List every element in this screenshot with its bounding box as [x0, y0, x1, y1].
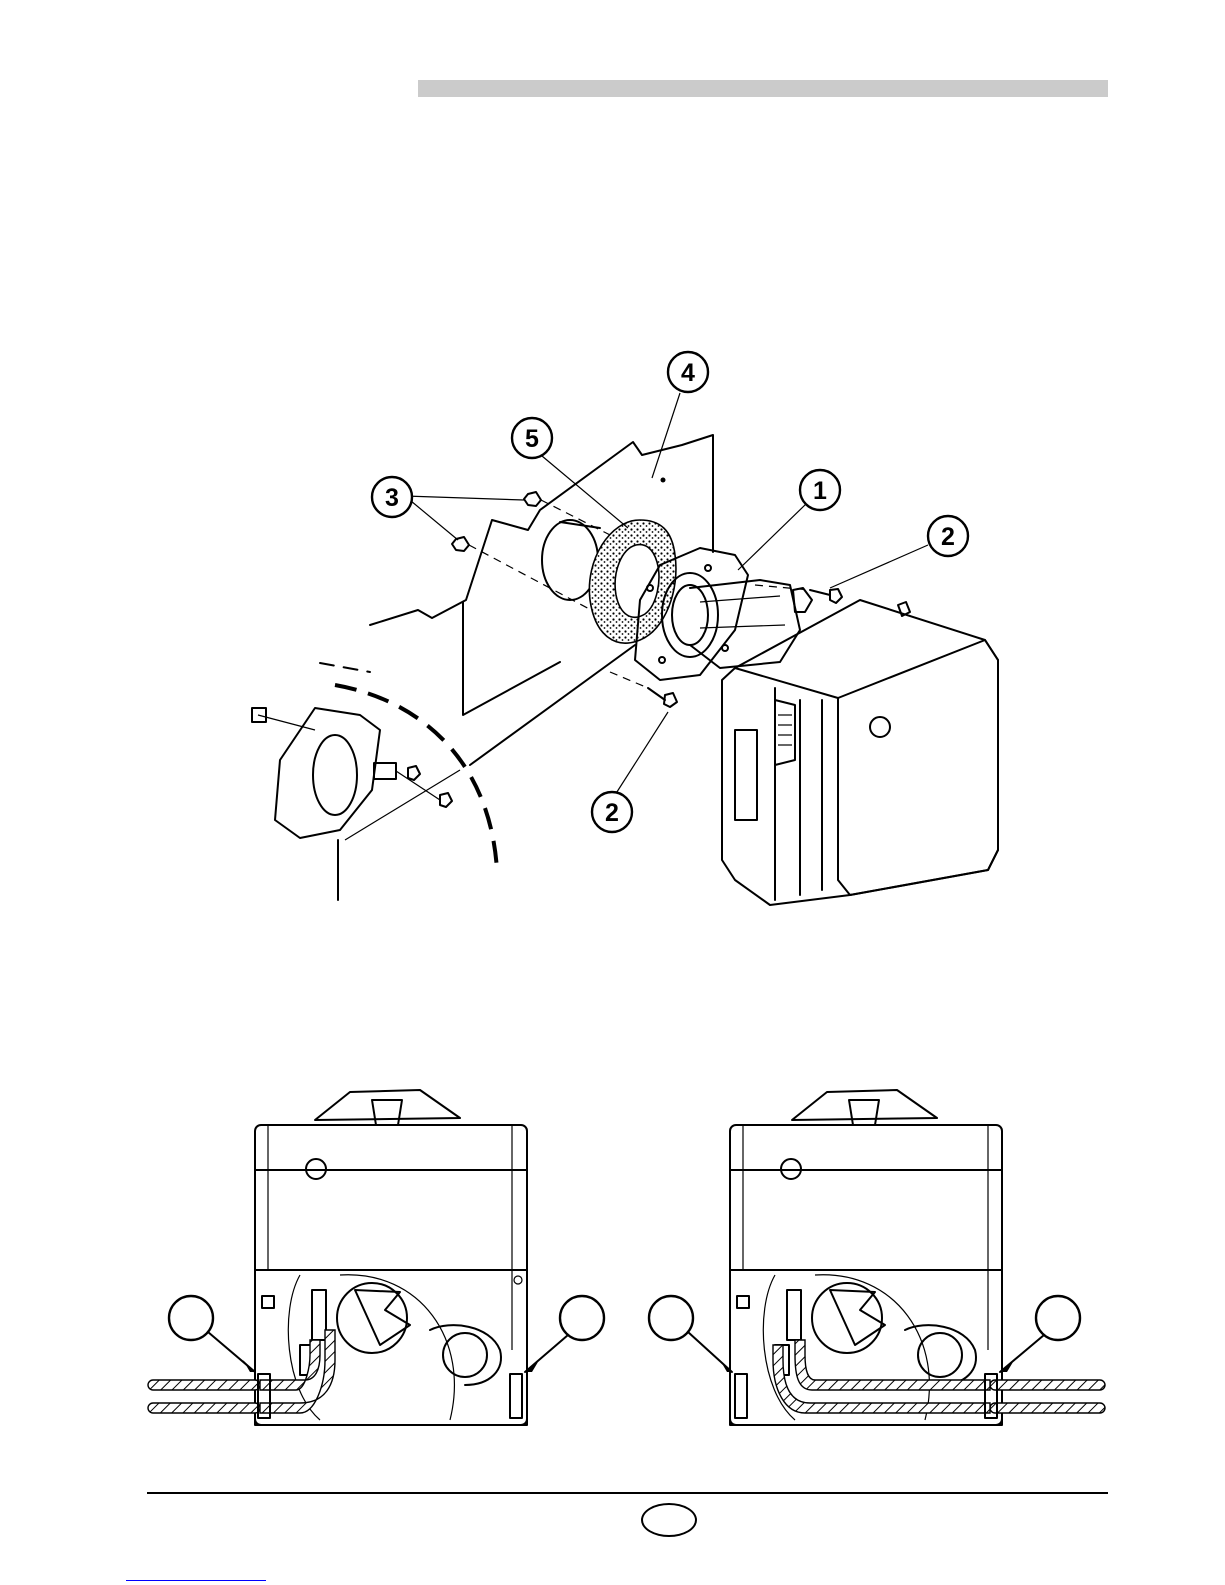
cable-entry-view-left	[148, 1090, 604, 1425]
burner-housing	[722, 600, 998, 905]
leader-2b	[615, 712, 668, 795]
svg-text:2: 2	[941, 523, 955, 551]
callout-2-right: 2	[928, 516, 968, 556]
leader-5	[542, 456, 628, 528]
page-number-oval	[641, 1503, 697, 1537]
leader-4	[652, 393, 680, 478]
callout-blank-right-1	[649, 1296, 693, 1340]
callout-blank-left-2	[560, 1296, 604, 1340]
leader-3b	[405, 496, 458, 540]
svg-text:1: 1	[813, 477, 827, 505]
bottom-link-underline	[126, 1580, 266, 1581]
svg-text:4: 4	[681, 359, 695, 387]
svg-text:5: 5	[525, 425, 539, 453]
callout-blank-right-2	[1036, 1296, 1080, 1340]
svg-text:2: 2	[605, 799, 619, 827]
callout-3: 3	[372, 477, 412, 517]
leader-1	[738, 504, 806, 570]
footer-rule	[147, 1492, 1108, 1494]
callout-blank-left-1	[169, 1296, 213, 1340]
callout-1: 1	[800, 470, 840, 510]
exploded-view-diagram: 4 5 3 1 2 2	[252, 352, 998, 905]
flange-detail-inset	[252, 645, 635, 900]
boiler-wall-lower	[463, 602, 560, 715]
callout-2-bottom: 2	[592, 792, 632, 832]
leader-3a	[405, 496, 524, 500]
wall-dot	[661, 478, 666, 483]
leader-2a	[830, 545, 928, 588]
svg-text:3: 3	[385, 484, 399, 512]
callout-5: 5	[512, 418, 552, 458]
cable-entry-view-right	[649, 1090, 1105, 1425]
callout-4: 4	[668, 352, 708, 392]
